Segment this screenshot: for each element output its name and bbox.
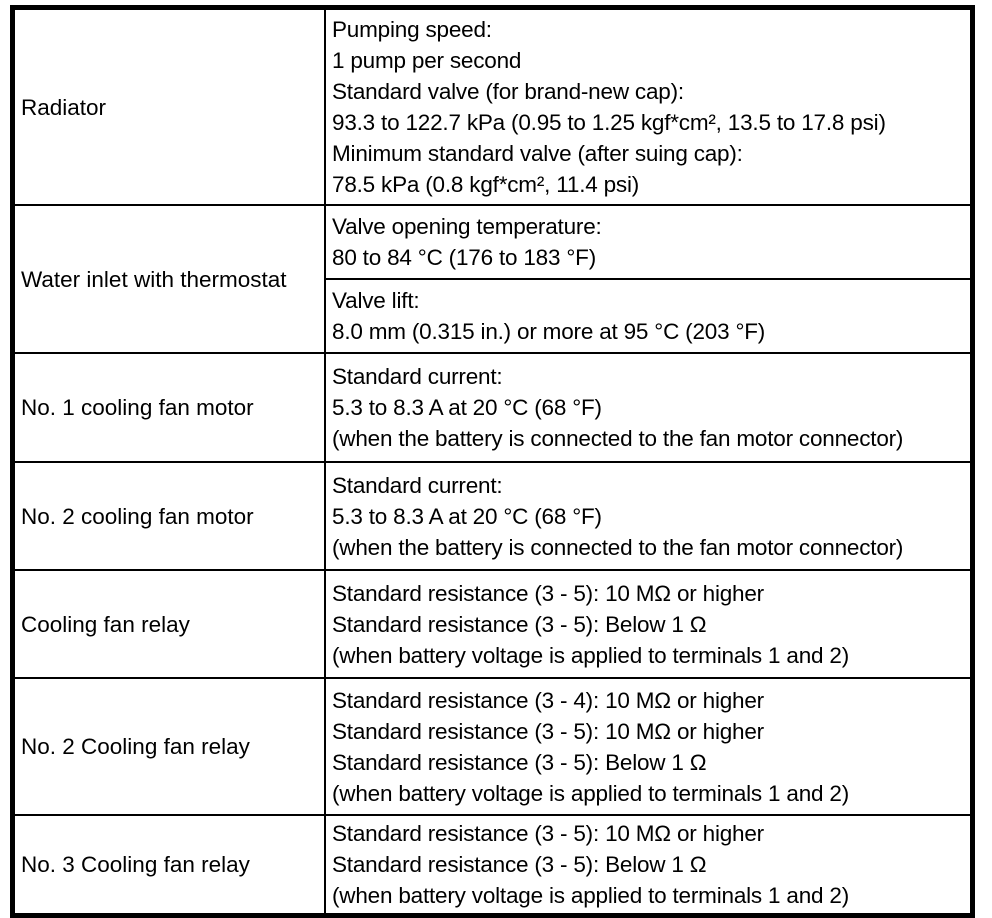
spec-line: Valve opening temperature: [332, 214, 602, 239]
component-cell: Cooling fan relay [11, 569, 326, 679]
spec-line: (when battery voltage is applied to term… [332, 642, 849, 668]
spec-cell: Valve lift: 8.0 mm (0.315 in.) or more a… [324, 278, 974, 354]
spec-line: 1 pump per second [332, 48, 522, 73]
component-cell: No. 1 cooling fan motor [11, 352, 326, 463]
spec-cell: Standard resistance (3 - 5): 10 MΩ or hi… [324, 569, 974, 679]
spec-line: Standard resistance (3 - 5): 10 MΩ or hi… [332, 718, 764, 744]
spec-line: (when the battery is connected to the fa… [332, 426, 904, 451]
spec-line: 5.3 to 8.3 A at 20 °C (68 °F) [332, 395, 602, 420]
spec-line: Standard resistance (3 - 5): Below 1 Ω [332, 611, 707, 637]
component-cell: No. 2 cooling fan motor [11, 461, 326, 571]
spec-line: 78.5 kPa (0.8 kgf*cm², 11.4 psi) [332, 172, 640, 197]
table-row-thermostat-valve-lift: Valve lift: 8.0 mm (0.315 in.) or more a… [13, 278, 974, 354]
spec-line: Standard current: [332, 364, 503, 389]
table-row-cooling-fan-relay-3: No. 3 Cooling fan relay Standard resista… [11, 814, 974, 917]
spec-line: Standard current: [332, 472, 503, 498]
table-row-cooling-fan-relay-2: No. 2 Cooling fan relay Standard resista… [11, 677, 974, 816]
component-cell: No. 2 Cooling fan relay [11, 677, 326, 816]
spec-line: Standard resistance (3 - 4): 10 MΩ or hi… [332, 687, 764, 713]
spec-cell: Standard resistance (3 - 4): 10 MΩ or hi… [324, 677, 974, 816]
document-page: Radiator Pumping speed: 1 pump per secon… [10, 5, 975, 918]
spec-line: (when the battery is connected to the fa… [332, 534, 904, 560]
table-row-thermostat-temperature: Water inlet with thermostat Valve openin… [11, 204, 974, 354]
cooling-system-spec-table: Radiator Pumping speed: 1 pump per secon… [10, 5, 975, 918]
component-cell: Water inlet with thermostat [11, 204, 326, 354]
spec-line: Pumping speed: [332, 17, 492, 42]
spec-line: 93.3 to 122.7 kPa (0.95 to 1.25 kgf*cm²,… [332, 110, 886, 135]
component-cell: Radiator [11, 6, 326, 206]
spec-line: 5.3 to 8.3 A at 20 °C (68 °F) [332, 503, 602, 529]
spec-line: Standard valve (for brand-new cap): [332, 79, 684, 104]
table-row-radiator: Radiator Pumping speed: 1 pump per secon… [11, 6, 974, 206]
spec-cell: Standard resistance (3 - 5): 10 MΩ or hi… [324, 814, 974, 917]
table-row-cooling-fan-relay: Cooling fan relay Standard resistance (3… [11, 569, 974, 679]
table-row-fan-motor-1: No. 1 cooling fan motor Standard current… [11, 352, 974, 463]
spec-line: Standard resistance (3 - 5): Below 1 Ω [332, 852, 707, 877]
spec-cell: Standard current: 5.3 to 8.3 A at 20 °C … [324, 461, 974, 571]
spec-line: (when battery voltage is applied to term… [332, 883, 849, 908]
spec-cell: Pumping speed: 1 pump per second Standar… [324, 6, 974, 206]
spec-cell: Valve opening temperature: 80 to 84 °C (… [324, 204, 974, 280]
spec-line: (when battery voltage is applied to term… [332, 780, 849, 806]
table-row-fan-motor-2: No. 2 cooling fan motor Standard current… [11, 461, 974, 571]
spec-line: Standard resistance (3 - 5): 10 MΩ or hi… [332, 580, 764, 606]
spec-line: Standard resistance (3 - 5): Below 1 Ω [332, 749, 707, 775]
spec-cell: Standard current: 5.3 to 8.3 A at 20 °C … [324, 352, 974, 463]
spec-line: 8.0 mm (0.315 in.) or more at 95 °C (203… [332, 319, 766, 344]
component-cell: No. 3 Cooling fan relay [11, 814, 326, 917]
spec-line: Valve lift: [332, 288, 420, 313]
spec-line: Standard resistance (3 - 5): 10 MΩ or hi… [332, 821, 764, 846]
spec-line: 80 to 84 °C (176 to 183 °F) [332, 245, 596, 270]
spec-line: Minimum standard valve (after suing cap)… [332, 141, 743, 166]
